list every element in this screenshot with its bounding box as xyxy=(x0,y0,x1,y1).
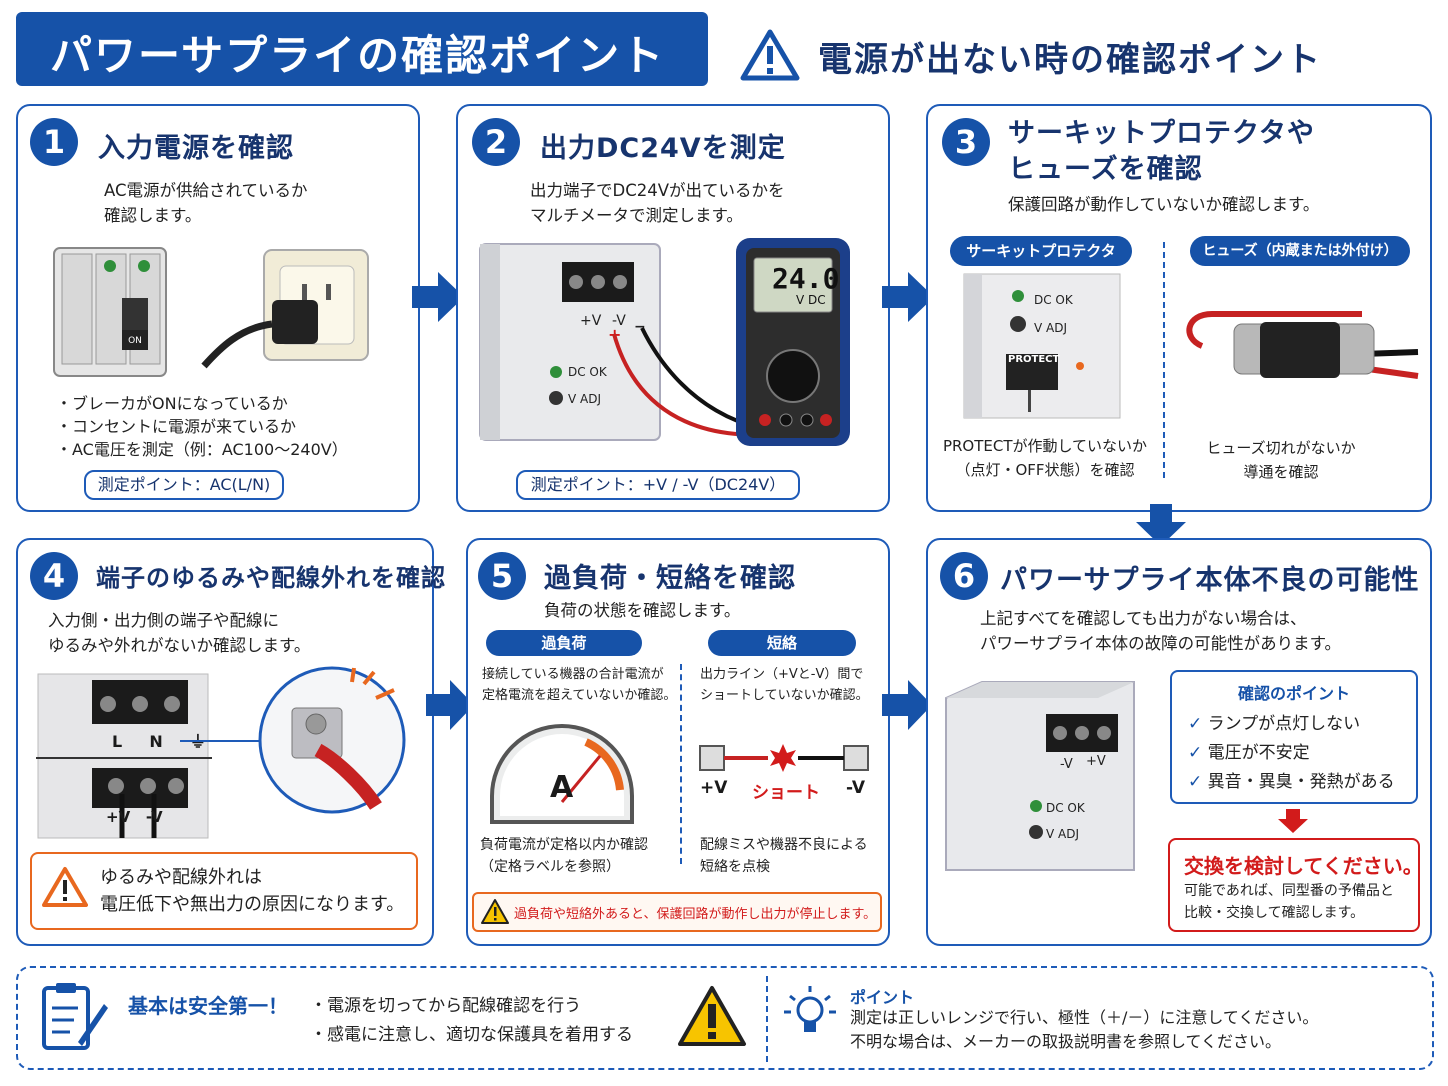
step-2-title: 出力DC24Vを測定 xyxy=(540,133,786,164)
step-1-bullets: ・ブレーカがONになっているか・コンセントに電源が来ているか・AC電圧を測定（例… xyxy=(56,394,348,459)
step-5-desc: 負荷の状態を確認します。 xyxy=(544,601,741,620)
terminal-minus-label: -V xyxy=(612,313,626,329)
step-4-desc: 入力側・出力側の端子や配線にゆるみや外れがないか確認します。 xyxy=(48,611,311,655)
step-4-warning-box xyxy=(30,852,418,930)
short-caption: 配線ミスや機器不良による短絡を点検 xyxy=(700,837,868,875)
step-3-title: サーキットプロテクタやヒューズを確認 xyxy=(1008,118,1315,185)
exchange-text: 可能であれば、同型番の予備品と比較・交換して確認します。 xyxy=(1184,883,1394,921)
short-circuit-icon xyxy=(699,744,869,772)
step-6-number: 6 xyxy=(940,552,988,600)
dc-ok-label: DC OK xyxy=(568,365,607,379)
step-1-measure-point: 測定ポイント：AC(L/N) xyxy=(84,470,284,500)
step-2-measure-point: 測定ポイント：+V / -V（DC24V） xyxy=(516,470,800,500)
power-supply-unit-image xyxy=(945,681,1135,871)
meter-display-unit: V DC xyxy=(796,293,826,307)
step-1-desc: AC電源が供給されているか確認します。 xyxy=(104,181,308,225)
unit-minus-label: -V xyxy=(1060,757,1073,772)
overload-text: 接続している機器の合計電流が定格電流を超えていないか確認。 xyxy=(482,667,677,703)
step-5-number: 5 xyxy=(478,552,526,600)
check-points-list: ✓ ランプが点灯しない ✓ 電圧が不安定 ✓ 異音・異臭・発熱がある xyxy=(1188,714,1395,792)
unit-plus-label: +V xyxy=(1086,754,1106,769)
protector-v-adj-label: V ADJ xyxy=(1034,321,1068,335)
check-icon: ✓ xyxy=(1188,714,1203,734)
unit-v-adj-label: V ADJ xyxy=(1046,827,1080,841)
clipboard-icon xyxy=(42,983,108,1050)
step-2-number: 2 xyxy=(472,118,520,166)
arrow-right-icon xyxy=(882,272,934,322)
protector-unit-image xyxy=(963,273,1121,419)
short-minus-label: -V xyxy=(846,778,865,798)
arrow-down-icon xyxy=(1278,809,1308,833)
arrow-down-icon xyxy=(1136,504,1186,546)
step-4-number: 4 xyxy=(30,552,78,600)
check-points-box xyxy=(1170,670,1418,804)
terminal-block-image xyxy=(36,673,212,839)
arrow-right-icon xyxy=(426,680,474,730)
protector-caption: PROTECTが作動していないか（点灯・OFF状態）を確認 xyxy=(942,437,1148,479)
footer-divider xyxy=(766,976,768,1062)
step-1-number: 1 xyxy=(30,118,78,166)
step-3-number: 3 xyxy=(942,118,990,166)
section-divider xyxy=(1163,242,1165,478)
warning-icon xyxy=(740,29,800,81)
terminal-plus-label: +V xyxy=(580,313,602,329)
warning-icon xyxy=(481,899,509,924)
unit-dc-ok-label: DC OK xyxy=(1046,801,1085,815)
short-label: ショート xyxy=(752,783,820,803)
step-5-warning-box xyxy=(472,892,882,932)
minus-polarity-mark: − xyxy=(634,319,646,335)
step-5-title: 過負荷・短絡を確認 xyxy=(544,563,796,594)
ammeter-gauge-icon xyxy=(490,724,634,824)
tip-title: ポイント xyxy=(850,988,915,1007)
short-circuit-label: 短絡 xyxy=(708,630,856,656)
outlet-plug-icon xyxy=(201,249,369,369)
check-points-title: 確認のポイント xyxy=(1237,684,1350,703)
fuse-caption: ヒューズ切れがないか導通を確認 xyxy=(1206,439,1356,481)
arrow-right-icon xyxy=(882,680,932,730)
step-5-warning-text: 過負荷や短絡外あると、保護回路が動作し出力が停止します。 xyxy=(514,907,877,922)
circuit-protector-label: サーキットプロテクタ xyxy=(950,236,1132,266)
step-4-warning-text: ゆるみや配線外れは電圧低下や無出力の原因になります。 xyxy=(100,867,405,915)
gauge-a-label: A xyxy=(550,770,574,805)
warning-icon xyxy=(42,867,88,907)
loose-wire-zoom-icon xyxy=(258,666,406,814)
exchange-title: 交換を検討してください。 xyxy=(1184,854,1423,878)
meter-display-value: 24.0 xyxy=(772,262,840,295)
page-subtitle: 電源が出ない時の確認ポイント xyxy=(818,40,1322,80)
output-terminal-labels: +V -V xyxy=(106,808,163,826)
zoom-connector-line xyxy=(180,740,266,742)
tip-items: 測定は正しいレンジで行い、極性（＋/－）に注意してください。不明な場合は、メーカ… xyxy=(850,1008,1319,1051)
short-plus-label: +V xyxy=(700,778,728,798)
power-supply-unit-image xyxy=(479,243,661,441)
arrow-right-icon xyxy=(412,272,464,322)
overload-caption: 負荷電流が定格以内か確認（定格ラベルを参照） xyxy=(480,837,648,875)
step-6-title: パワーサプライ本体不良の可能性 xyxy=(1000,565,1420,596)
breaker-on-label: ON xyxy=(128,336,142,346)
fuse-icon xyxy=(1186,311,1419,379)
step-4-title: 端子のゆるみや配線外れを確認 xyxy=(96,564,446,592)
v-adj-label: V ADJ xyxy=(568,392,602,406)
step-1-title: 入力電源を確認 xyxy=(98,133,294,164)
section-divider xyxy=(680,664,682,864)
warning-icon xyxy=(678,986,746,1046)
step-3-desc: 保護回路が動作していないか確認します。 xyxy=(1008,195,1320,214)
fuse-label: ヒューズ（内蔵または外付け） xyxy=(1190,236,1410,266)
check-icon: ✓ xyxy=(1188,772,1203,792)
safety-title: 基本は安全第一！ xyxy=(128,994,288,1018)
multimeter-icon xyxy=(612,238,850,446)
short-text: 出力ライン（+Vと-V）間でショートしていないか確認。 xyxy=(700,667,869,703)
lightbulb-icon xyxy=(784,986,836,1032)
protect-switch-label: PROTECT xyxy=(1008,354,1060,365)
page-title: パワーサプライの確認ポイント xyxy=(16,12,708,86)
circuit-breaker-icon: ON xyxy=(53,247,167,377)
overload-label: 過負荷 xyxy=(486,630,642,656)
safety-items: ・電源を切ってから配線確認を行う・感電に注意し、適切な保護具を着用する xyxy=(310,996,633,1045)
check-icon: ✓ xyxy=(1188,743,1203,763)
step-6-desc: 上記すべてを確認しても出力がない場合は、パワーサプライ本体の故障の可能性がありま… xyxy=(980,609,1342,653)
step-2-desc: 出力端子でDC24Vが出ているかをマルチメータで測定します。 xyxy=(530,181,785,225)
exchange-box xyxy=(1168,838,1420,932)
footer-box xyxy=(16,966,1434,1070)
protector-dc-ok-label: DC OK xyxy=(1034,293,1073,307)
